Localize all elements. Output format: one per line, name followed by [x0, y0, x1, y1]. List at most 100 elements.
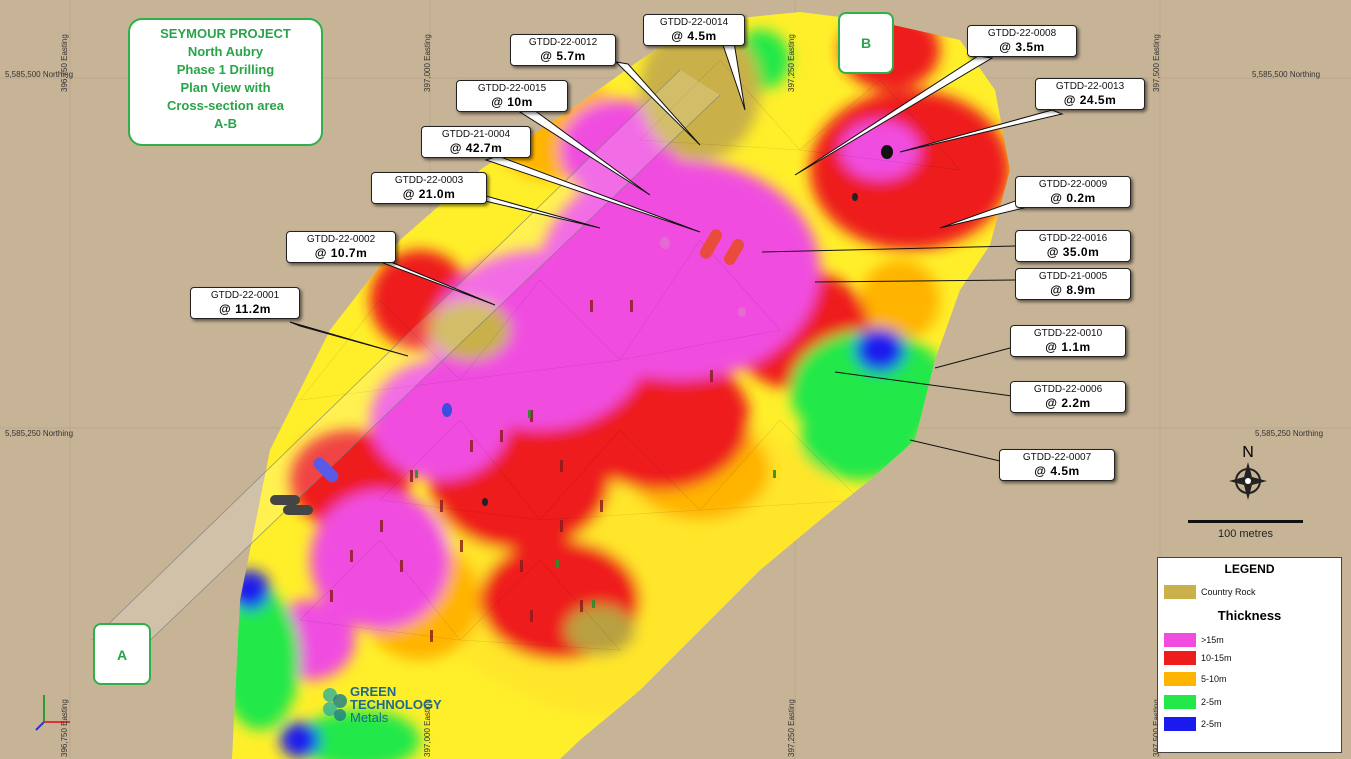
- legend-label: 2-5m: [1201, 719, 1222, 729]
- callout-intercept: @ 1.1m: [1045, 340, 1091, 354]
- callout-hole-id: GTDD-22-0007: [1022, 452, 1092, 463]
- easting-label-bottom-397250: 397,250 Easting: [787, 699, 796, 757]
- scale-label: 100 metres: [1217, 528, 1274, 540]
- legend-label: 2-5m: [1201, 697, 1222, 707]
- callout-intercept: @ 4.5m: [1034, 464, 1080, 478]
- legend-label: 10-15m: [1201, 653, 1232, 663]
- legend-label: 5-10m: [1201, 674, 1227, 684]
- logo-line-green: GREEN: [350, 684, 397, 699]
- callout-gtdd-22-0002: GTDD-22-0002 @ 10.7m: [286, 231, 396, 263]
- compass-rose-icon: [1229, 462, 1267, 500]
- callout-intercept: @ 0.2m: [1050, 191, 1096, 205]
- easting-label-top-397500: 397,500 Easting: [1152, 34, 1161, 92]
- callout-hole-id: GTDD-22-0008: [987, 28, 1057, 39]
- callout-hole-id: GTDD-22-0015: [477, 83, 547, 94]
- legend-thickness-title: Thickness: [1217, 608, 1282, 623]
- callout-gtdd-22-0013: GTDD-22-0013 @ 24.5m: [1035, 78, 1145, 110]
- callout-hole-id: GTDD-22-0001: [210, 290, 280, 301]
- northing-label-250-left: 5,585,250 Northing: [5, 429, 74, 438]
- legend-swatch: [1164, 585, 1196, 599]
- north-arrow: N: [1218, 445, 1278, 501]
- legend: LEGEND Country Rock Thickness >15m 10-15…: [1157, 557, 1342, 753]
- callout-intercept: @ 5.7m: [540, 49, 586, 63]
- north-label: N: [1242, 444, 1254, 461]
- callout-hole-id: GTDD-22-0002: [306, 234, 376, 245]
- easting-label-top-397250: 397,250 Easting: [787, 34, 796, 92]
- legend-title: LEGEND: [1224, 562, 1275, 576]
- ore-body: [232, 12, 1010, 759]
- drill-holes: [270, 145, 893, 642]
- callout-hole-id: GTDD-21-0005: [1038, 271, 1108, 282]
- callout-gtdd-22-0008: GTDD-22-0008 @ 3.5m: [967, 25, 1077, 57]
- map-title-box: SEYMOUR PROJECT North Aubry Phase 1 Dril…: [128, 18, 323, 146]
- legend-swatch: [1164, 695, 1196, 709]
- section-marker-b: B: [838, 12, 894, 74]
- legend-swatch: [1164, 651, 1196, 665]
- callout-leaders: [289, 41, 1064, 462]
- callout-gtdd-22-0015: GTDD-22-0015 @ 10m: [456, 80, 568, 112]
- callout-gtdd-22-0016: GTDD-22-0016 @ 35.0m: [1015, 230, 1131, 262]
- callout-hole-id: GTDD-22-0009: [1038, 179, 1108, 190]
- cross-section-corridor: [91, 69, 721, 651]
- callout-intercept: @ 21.0m: [402, 187, 456, 201]
- callout-intercept: @ 2.2m: [1045, 396, 1091, 410]
- callout-gtdd-22-0014: GTDD-22-0014 @ 4.5m: [643, 14, 745, 46]
- callout-hole-id: GTDD-22-0014: [659, 17, 729, 28]
- legend-item-country-rock: Country Rock: [1164, 584, 1256, 600]
- section-marker-a: A: [93, 623, 151, 685]
- northing-label-500-right: 5,585,500 Northing: [1252, 70, 1321, 79]
- callout-hole-id: GTDD-21-0004: [441, 129, 511, 140]
- callout-gtdd-22-0006: GTDD-22-0006 @ 2.2m: [1010, 381, 1126, 413]
- title-line-project: SEYMOUR PROJECT: [160, 26, 291, 41]
- callout-gtdd-21-0004: GTDD-21-0004 @ 42.7m: [421, 126, 531, 158]
- callout-hole-id: GTDD-22-0012: [528, 37, 598, 48]
- callout-intercept: @ 3.5m: [999, 40, 1045, 54]
- callout-hole-id: GTDD-22-0016: [1038, 233, 1108, 244]
- title-line-ab: A-B: [213, 116, 238, 131]
- northing-label-250-right: 5,585,250 Northing: [1255, 429, 1324, 438]
- callout-intercept: @ 24.5m: [1063, 93, 1117, 107]
- logo-line-metals: Metals: [350, 710, 389, 725]
- callout-gtdd-21-0005: GTDD-21-0005 @ 8.9m: [1015, 268, 1131, 300]
- legend-swatch: [1164, 672, 1196, 686]
- legend-item-gt15: >15m: [1164, 632, 1224, 648]
- callout-intercept: @ 35.0m: [1046, 245, 1100, 259]
- callout-gtdd-22-0007: GTDD-22-0007 @ 4.5m: [999, 449, 1115, 481]
- title-line-section: Cross-section area: [166, 98, 285, 113]
- callout-intercept: @ 8.9m: [1050, 283, 1096, 297]
- northing-label-500-left: 5,585,500 Northing: [5, 70, 74, 79]
- callout-hole-id: GTDD-22-0003: [394, 175, 464, 186]
- legend-item-5-10: 5-10m: [1164, 671, 1227, 687]
- callout-gtdd-22-0003: GTDD-22-0003 @ 21.0m: [371, 172, 487, 204]
- callout-intercept: @ 11.2m: [219, 302, 271, 316]
- callout-gtdd-22-0012: GTDD-22-0012 @ 5.7m: [510, 34, 616, 66]
- legend-item-2-5-blue: 2-5m: [1164, 716, 1222, 732]
- callout-intercept: @ 42.7m: [449, 141, 503, 155]
- callout-gtdd-22-0009: GTDD-22-0009 @ 0.2m: [1015, 176, 1131, 208]
- callout-intercept: @ 10.7m: [314, 246, 368, 260]
- legend-swatch: [1164, 633, 1196, 647]
- easting-label-top-396750: 396,750 Easting: [60, 34, 69, 92]
- logo-mark-icon: [323, 688, 347, 721]
- easting-label-bottom-396750: 396,750 Easting: [60, 699, 69, 757]
- legend-label: >15m: [1201, 635, 1224, 645]
- title-line-phase: Phase 1 Drilling: [176, 62, 275, 77]
- legend-item-10-15: 10-15m: [1164, 650, 1232, 666]
- callout-intercept: @ 10m: [491, 95, 533, 109]
- axis-triad: [35, 695, 70, 731]
- title-line-prospect: North Aubry: [187, 44, 264, 59]
- legend-swatch: [1164, 717, 1196, 731]
- easting-label-top-397000: 397,000 Easting: [423, 34, 432, 92]
- callout-gtdd-22-0010: GTDD-22-0010 @ 1.1m: [1010, 325, 1126, 357]
- callout-hole-id: GTDD-22-0006: [1033, 384, 1103, 395]
- callout-intercept: @ 4.5m: [671, 29, 717, 43]
- legend-item-2-5-green: 2-5m: [1164, 694, 1222, 710]
- callout-hole-id: GTDD-22-0010: [1033, 328, 1103, 339]
- logo-line-technology: TECHNOLOGY: [350, 697, 442, 712]
- legend-label: Country Rock: [1201, 587, 1256, 597]
- callout-hole-id: GTDD-22-0013: [1055, 81, 1125, 92]
- callout-gtdd-22-0001: GTDD-22-0001 @ 11.2m: [190, 287, 300, 319]
- scale-bar: [1188, 520, 1303, 523]
